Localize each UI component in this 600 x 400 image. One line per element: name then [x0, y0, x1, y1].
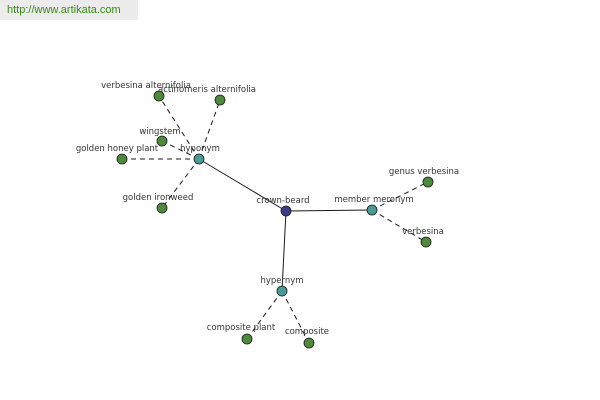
label-hypernym: hypernym — [260, 276, 303, 286]
node-golden-ironweed[interactable] — [156, 202, 168, 214]
site-url-link[interactable]: http://www.artikata.com — [7, 4, 121, 16]
node-verbesina[interactable] — [420, 236, 432, 248]
nodes-layer — [116, 90, 434, 349]
node-verbesina-alternifolia[interactable] — [153, 90, 165, 102]
label-composite[interactable]: composite — [285, 327, 329, 337]
label-golden-ironweed[interactable]: golden ironweed — [123, 193, 194, 203]
node-golden-honey-plant[interactable] — [116, 153, 128, 165]
label-hyponym: hyponym — [180, 144, 220, 154]
node-wingstem[interactable] — [156, 135, 168, 147]
label-member-meronym: member meronym — [334, 195, 413, 205]
edge-hyponym-wingstem — [161, 140, 200, 160]
edges-layer — [122, 95, 429, 344]
label-crown-beard: crown-beard — [256, 196, 309, 206]
edge-center-hypernym — [281, 210, 287, 292]
label-golden-honey-plant[interactable]: golden honey plant — [76, 144, 159, 154]
labels-layer: hyponym verbesina alternifoliaactinomeris… — [76, 81, 459, 337]
edge-center-hyponym — [198, 158, 287, 212]
edge-hyponym-verbesina-alternifolia — [158, 95, 200, 160]
label-genus-verbesina[interactable]: genus verbesina — [389, 167, 459, 177]
label-verbesina-alternifolia[interactable]: verbesina alternifolia — [101, 81, 191, 91]
node-composite[interactable] — [303, 337, 315, 349]
label-wingstem[interactable]: wingstem — [139, 127, 180, 137]
url-banner[interactable]: http://www.artikata.com — [0, 0, 138, 20]
edge-member-meronym-verbesina — [371, 209, 427, 243]
label-actinomeris-alternifolia[interactable]: actinomeris alternifolia — [158, 85, 256, 95]
node-member-meronym — [366, 204, 378, 216]
edge-hypernym-composite — [281, 290, 310, 344]
node-composite-plant[interactable] — [241, 333, 253, 345]
node-hyponym — [193, 153, 205, 165]
label-composite-plant[interactable]: composite plant — [207, 323, 276, 333]
label-verbesina[interactable]: verbesina — [402, 227, 444, 237]
edge-center-member-meronym — [285, 209, 373, 212]
node-hypernym — [276, 285, 288, 297]
edge-hyponym-actinomeris-alternifolia — [198, 99, 221, 160]
node-actinomeris-alternifolia[interactable] — [214, 94, 226, 106]
edge-member-meronym-genus-verbesina — [371, 181, 429, 211]
edge-hyponym-golden-ironweed — [161, 158, 200, 209]
edge-hypernym-composite-plant — [246, 290, 283, 340]
node-crown-beard — [280, 205, 292, 217]
node-genus-verbesina[interactable] — [422, 176, 434, 188]
